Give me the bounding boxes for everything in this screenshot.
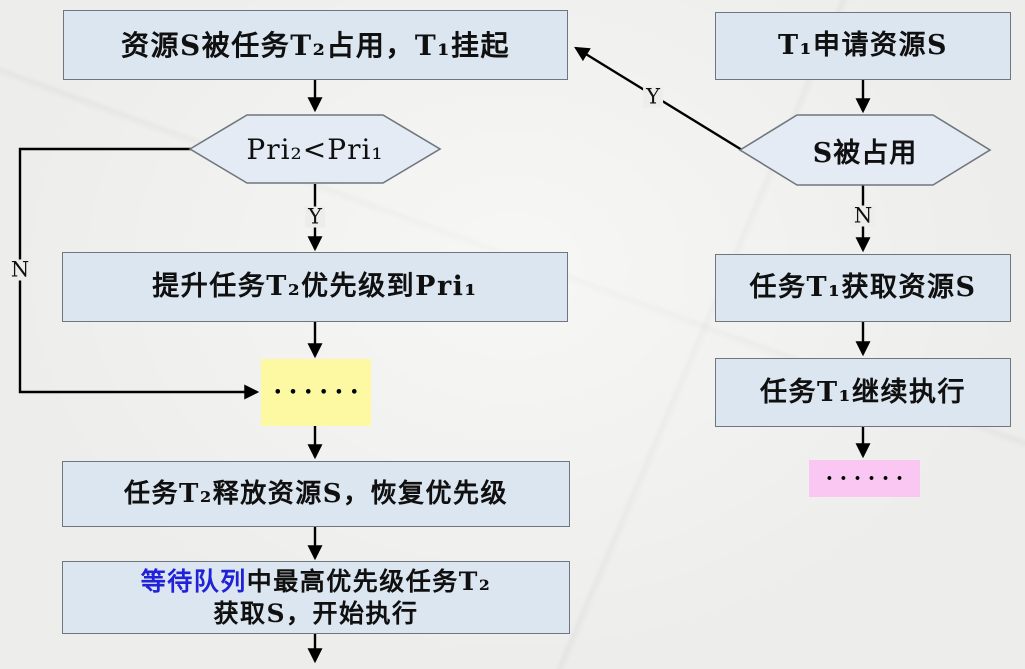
process-box-release-resource: 任务T₂释放资源S，恢复优先级 bbox=[62, 461, 570, 527]
process-box-t1-continue: 任务T₁继续执行 bbox=[715, 358, 1011, 427]
process-box-t1-request: T₁申请资源S bbox=[715, 12, 1011, 80]
edge-label-left-yes: Y bbox=[305, 206, 325, 228]
decision-label-pri-compare: Pri₂<Pri₁ bbox=[246, 132, 384, 166]
decision-hexagon-right bbox=[738, 114, 992, 186]
decision-hexagon-left bbox=[188, 114, 442, 184]
edge-label-left-no: N bbox=[7, 259, 33, 281]
wait-queue-line1: 等待队列中最高优先级任务T₂ bbox=[63, 566, 569, 597]
process-box-wait-queue: 等待队列中最高优先级任务T₂ 获取S，开始执行 bbox=[62, 561, 570, 634]
ellipsis-box-pink: •••••• bbox=[809, 460, 920, 497]
edge-label-right-yes: Y bbox=[643, 86, 663, 108]
process-box-t1-acquire: 任务T₁获取资源S bbox=[715, 254, 1011, 322]
decision-label-s-occupied: S被占用 bbox=[812, 137, 918, 169]
edge-label-right-no: N bbox=[850, 205, 876, 227]
wait-queue-highlight: 等待队列 bbox=[140, 567, 247, 597]
process-box-resource-occupied: 资源S被任务T₂占用，T₁挂起 bbox=[63, 10, 568, 80]
ellipsis-box-yellow: •••••• bbox=[261, 359, 371, 426]
process-box-raise-priority: 提升任务T₂优先级到Pri₁ bbox=[62, 252, 568, 322]
wait-queue-line1-rest: 中最高优先级任务T₂ bbox=[246, 567, 492, 597]
wait-queue-line2: 获取S，开始执行 bbox=[213, 598, 419, 628]
